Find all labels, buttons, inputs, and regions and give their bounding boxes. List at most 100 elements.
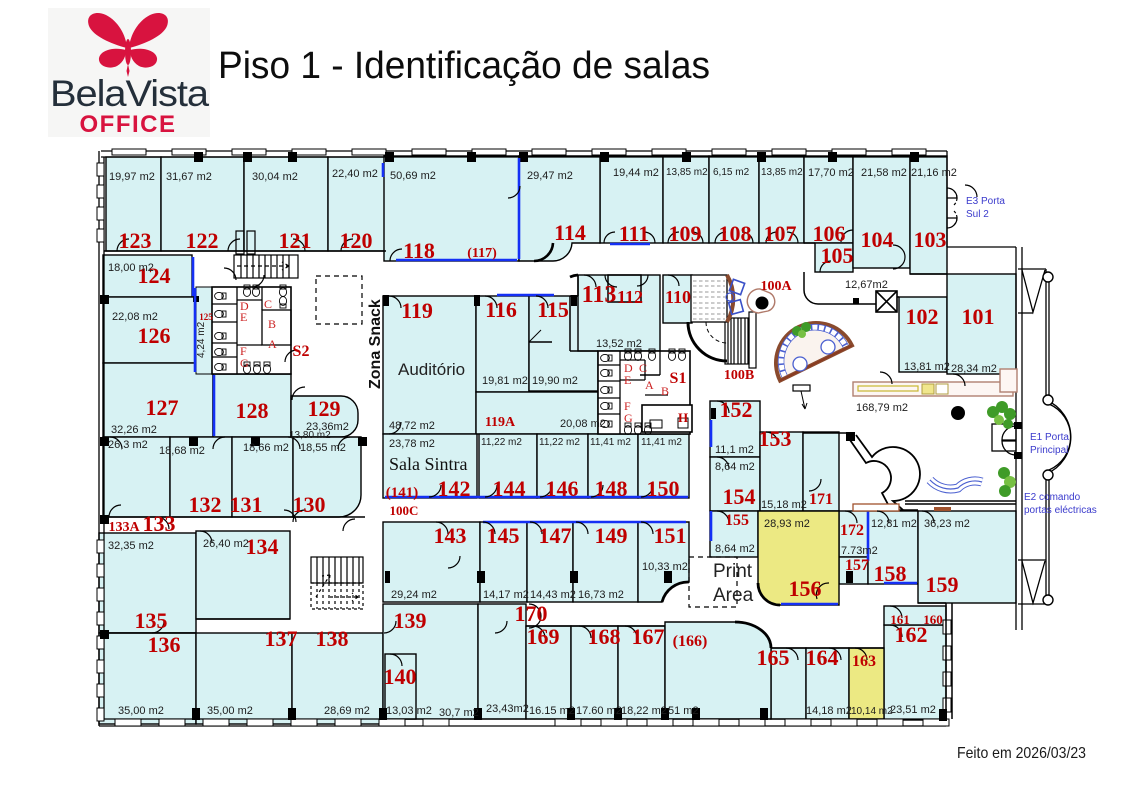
svg-text:19,97 m2: 19,97 m2 <box>109 171 155 183</box>
svg-text:172: 172 <box>840 522 864 539</box>
svg-text:145: 145 <box>487 523 520 548</box>
svg-text:137: 137 <box>265 626 298 651</box>
svg-text:168,79 m2: 168,79 m2 <box>856 402 908 414</box>
svg-text:29,24 m2: 29,24 m2 <box>391 589 437 601</box>
svg-text:155: 155 <box>725 512 749 529</box>
svg-text:105: 105 <box>821 243 854 268</box>
svg-text:(166): (166) <box>673 633 708 650</box>
svg-text:154: 154 <box>723 484 756 509</box>
svg-text:19,90 m2: 19,90 m2 <box>532 375 578 387</box>
svg-text:Zona Snack: Zona Snack <box>367 299 384 389</box>
svg-text:E: E <box>240 310 247 324</box>
svg-text:B: B <box>661 384 669 398</box>
svg-text:G: G <box>240 356 249 370</box>
svg-text:106: 106 <box>813 221 846 246</box>
svg-text:100B: 100B <box>724 368 754 383</box>
svg-text:129: 129 <box>308 396 341 421</box>
svg-text:8,64 m2: 8,64 m2 <box>715 461 755 473</box>
svg-text:(117): (117) <box>467 246 497 261</box>
svg-text:48,72 m2: 48,72 m2 <box>389 420 435 432</box>
svg-text:143: 143 <box>434 523 467 548</box>
svg-text:17.60 m2: 17.60 m2 <box>576 705 622 717</box>
svg-text:108: 108 <box>719 221 752 246</box>
svg-text:107: 107 <box>764 221 797 246</box>
svg-text:7.73m2: 7.73m2 <box>841 545 878 557</box>
svg-text:140: 140 <box>384 664 417 689</box>
svg-text:153: 153 <box>759 426 792 451</box>
svg-text:28,69 m2: 28,69 m2 <box>324 705 370 717</box>
svg-text:135: 135 <box>135 608 168 633</box>
svg-text:134: 134 <box>246 534 279 559</box>
svg-text:15,18 m2: 15,18 m2 <box>761 499 807 511</box>
svg-text:18,66 m2: 18,66 m2 <box>243 442 289 454</box>
svg-text:168: 168 <box>588 624 621 649</box>
svg-text:28,93 m2: 28,93 m2 <box>764 518 810 530</box>
svg-text:21,16 m2: 21,16 m2 <box>911 167 957 179</box>
svg-text:103: 103 <box>914 227 947 252</box>
svg-text:OFFICE: OFFICE <box>80 111 177 138</box>
svg-text:112: 112 <box>617 287 643 307</box>
svg-text:D: D <box>624 361 633 375</box>
svg-text:13,85 m2: 13,85 m2 <box>761 167 803 178</box>
svg-text:162: 162 <box>895 622 928 647</box>
svg-text:32,35 m2: 32,35 m2 <box>108 540 154 552</box>
svg-text:Sul 2: Sul 2 <box>966 209 989 220</box>
svg-text:E: E <box>624 373 631 387</box>
svg-text:116: 116 <box>485 297 517 322</box>
svg-text:119: 119 <box>401 298 433 323</box>
svg-text:Print: Print <box>713 561 753 582</box>
svg-text:18,55 m2: 18,55 m2 <box>300 442 346 454</box>
svg-text:150: 150 <box>647 476 680 501</box>
svg-text:13,80 m2: 13,80 m2 <box>289 430 331 441</box>
svg-text:142: 142 <box>438 476 471 501</box>
svg-text:130: 130 <box>293 492 326 517</box>
svg-text:109: 109 <box>669 221 702 246</box>
svg-text:10,14 m2: 10,14 m2 <box>851 706 893 717</box>
svg-text:36,23 m2: 36,23 m2 <box>924 518 970 530</box>
svg-text:133: 133 <box>143 511 176 536</box>
svg-text:151: 151 <box>654 523 687 548</box>
svg-text:102: 102 <box>906 304 939 329</box>
svg-text:23,78 m2: 23,78 m2 <box>389 438 435 450</box>
svg-text:Principal: Principal <box>1030 445 1068 456</box>
svg-text:51 m2: 51 m2 <box>668 705 699 717</box>
svg-text:F: F <box>624 399 631 413</box>
svg-text:Area: Area <box>713 585 754 606</box>
svg-text:Sala Sintra: Sala Sintra <box>389 454 468 474</box>
svg-text:126: 126 <box>138 323 171 348</box>
svg-text:11,41 m2: 11,41 m2 <box>590 437 631 448</box>
svg-text:26,3 m2: 26,3 m2 <box>108 439 148 451</box>
svg-text:123: 123 <box>119 228 152 253</box>
svg-text:169: 169 <box>527 624 560 649</box>
svg-text:138: 138 <box>316 626 349 651</box>
svg-text:Feito em 2026/03/23: Feito em 2026/03/23 <box>957 745 1086 762</box>
svg-text:119A: 119A <box>485 415 516 430</box>
svg-text:133A: 133A <box>108 520 140 535</box>
svg-text:147: 147 <box>539 523 572 548</box>
svg-text:21,58 m2: 21,58 m2 <box>861 167 907 179</box>
svg-text:E2 comando: E2 comando <box>1024 492 1081 503</box>
svg-text:32,26 m2: 32,26 m2 <box>111 424 157 436</box>
svg-text:121: 121 <box>279 228 312 253</box>
svg-text:13,03 m2: 13,03 m2 <box>386 705 432 717</box>
svg-text:139: 139 <box>394 608 427 633</box>
svg-text:136: 136 <box>148 632 181 657</box>
svg-text:18,22 m2: 18,22 m2 <box>621 705 667 717</box>
svg-text:158: 158 <box>874 561 907 586</box>
svg-text:C: C <box>264 297 272 311</box>
svg-text:18,68 m2: 18,68 m2 <box>159 445 205 457</box>
svg-text:portas eléctricas: portas eléctricas <box>1024 505 1097 516</box>
svg-text:35,00 m2: 35,00 m2 <box>118 705 164 717</box>
svg-text:22,08 m2: 22,08 m2 <box>112 311 158 323</box>
svg-text:H: H <box>678 410 688 425</box>
svg-text:4,24 m2: 4,24 m2 <box>196 321 207 358</box>
svg-text:BelaVista: BelaVista <box>50 73 210 114</box>
svg-text:19,44 m2: 19,44 m2 <box>613 167 659 179</box>
svg-text:17,70 m2: 17,70 m2 <box>808 167 854 179</box>
svg-text:120: 120 <box>340 228 373 253</box>
svg-text:16.15 m2: 16.15 m2 <box>529 705 575 717</box>
svg-text:115: 115 <box>537 297 569 322</box>
svg-text:124: 124 <box>138 263 171 288</box>
svg-text:50,69 m2: 50,69 m2 <box>390 170 436 182</box>
svg-text:A: A <box>268 337 277 351</box>
